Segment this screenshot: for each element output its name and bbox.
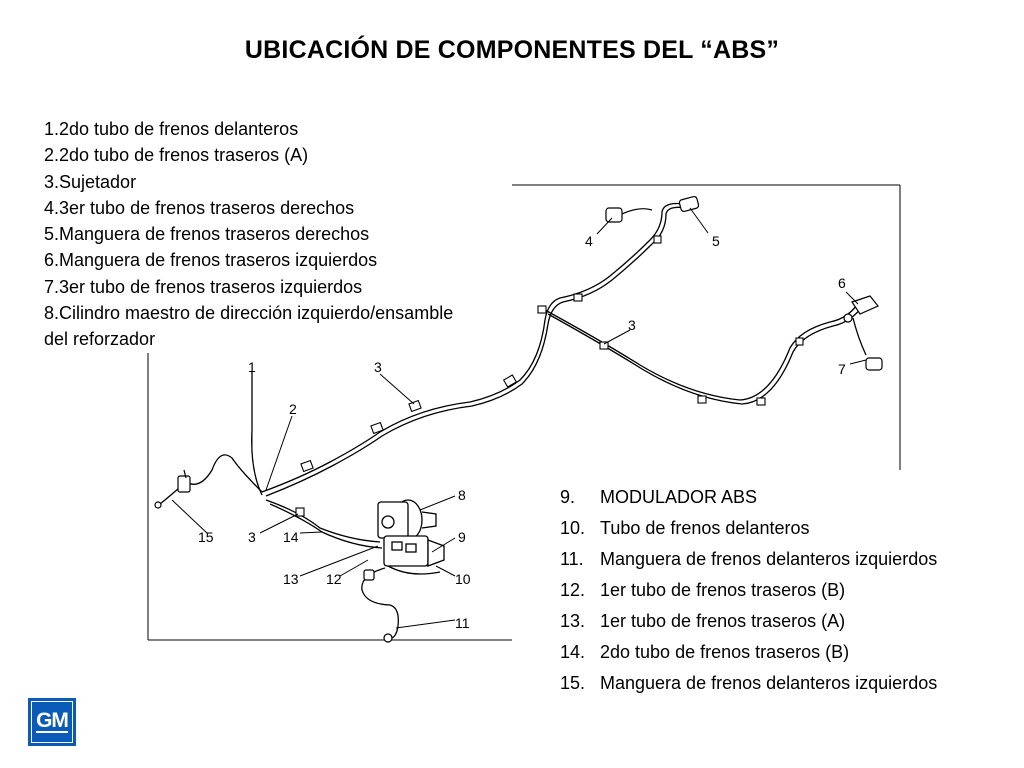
legend-item: 3.Sujetador <box>44 171 137 192</box>
legend-item: 7.3er tubo de frenos traseros izquierdos <box>44 276 363 297</box>
legend-number: 15. <box>560 673 586 693</box>
callout-3-upper: 3 <box>374 359 382 375</box>
callout-12: 12 <box>326 571 342 587</box>
callout-4: 4 <box>585 233 593 249</box>
callout-9: 9 <box>458 529 466 545</box>
callout-14: 14 <box>283 529 299 545</box>
callout-5: 5 <box>712 233 720 249</box>
legend-number: 12. <box>560 580 586 600</box>
diagram-frame <box>147 184 901 641</box>
abs-modulator <box>377 499 445 575</box>
callout-11: 11 <box>455 615 470 631</box>
legend-item: 9. MODULADOR ABS <box>560 482 937 513</box>
callout-13: 13 <box>283 571 299 587</box>
legend-item: 4.3er tubo de frenos traseros derechos <box>44 197 355 218</box>
callout-8: 8 <box>458 487 466 503</box>
legend-item: 13. 1er tubo de frenos traseros (A) <box>560 606 937 637</box>
callout-7: 7 <box>838 361 846 377</box>
legend-item: 2.2do tubo de frenos traseros (A) <box>44 145 309 166</box>
legend-number: 14. <box>560 642 586 662</box>
rear-hose-left <box>843 295 883 371</box>
gm-logo-mark: GM <box>31 701 73 743</box>
front-hose-right <box>363 569 393 643</box>
legend-item: 12. 1er tubo de frenos traseros (B) <box>560 575 937 606</box>
legend-text: Manguera de frenos delanteros izquierdos <box>600 673 938 693</box>
legend-item: 11. Manguera de frenos delanteros izquier… <box>560 544 937 575</box>
legend-text: Tubo de frenos delanteros <box>600 518 810 538</box>
gm-logo: GM <box>28 698 76 746</box>
legend-text: 2do tubo de frenos traseros (B) <box>600 642 850 662</box>
legend-components-1-8: 1.2do tubo de frenos delanteros 2.2do tu… <box>44 116 454 353</box>
legend-item: 8.Cilindro maestro de dirección izquierd… <box>44 303 454 324</box>
legend-text: 1er tubo de frenos traseros (B) <box>600 580 846 600</box>
callout-15: 15 <box>198 529 214 545</box>
legend-components-9-15: 9. MODULADOR ABS 10. Tubo de frenos delant… <box>560 482 937 699</box>
legend-text: MODULADOR ABS <box>600 487 758 507</box>
legend-item: 15. Manguera de frenos delanteros izquier… <box>560 668 937 699</box>
legend-item: 14. 2do tubo de frenos traseros (B) <box>560 637 937 668</box>
gm-logo-text: GM <box>36 709 69 733</box>
rear-hose-right <box>605 195 700 223</box>
callout-3-lower: 3 <box>248 529 256 545</box>
callout-2: 2 <box>289 401 297 417</box>
page-title: UBICACIÓN DE COMPONENTES DEL “ABS” <box>244 36 780 64</box>
legend-item: 5.Manguera de frenos traseros derechos <box>44 224 370 245</box>
callout-1: 1 <box>248 359 256 375</box>
tube-clips <box>295 235 804 517</box>
legend-number: 9. <box>560 487 576 507</box>
legend-item: 6.Manguera de frenos traseros izquierdos <box>44 250 378 271</box>
legend-item: 10. Tubo de frenos delanteros <box>560 513 937 544</box>
legend-number: 11. <box>560 549 584 569</box>
callout-6: 6 <box>838 275 846 291</box>
legend-text: 1er tubo de frenos traseros (A) <box>600 611 846 631</box>
legend-number: 13. <box>560 611 586 631</box>
callout-3-right: 3 <box>628 317 636 333</box>
legend-item: del reforzador <box>44 329 156 350</box>
legend-text: Manguera de frenos delanteros izquierdos <box>600 549 938 569</box>
callout-leaders <box>171 207 867 629</box>
legend-item: 1.2do tubo de frenos delanteros <box>44 119 299 139</box>
callout-10: 10 <box>455 571 471 587</box>
front-hose-left <box>154 469 191 509</box>
legend-number: 10. <box>560 518 586 538</box>
